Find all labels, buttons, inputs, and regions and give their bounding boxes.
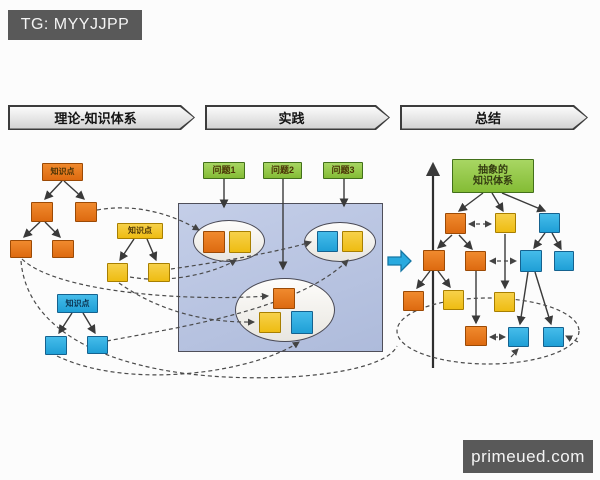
summary-node-yellow [495, 213, 516, 233]
tree-edge [516, 271, 529, 326]
problem-cluster-ellipse-2 [304, 222, 376, 262]
tree-edge [551, 232, 562, 251]
summary-node-blue [543, 327, 564, 347]
stage-summary-label: 总结 [474, 111, 501, 126]
tree-edge [534, 271, 554, 326]
stage-banner-practice: 实践 [205, 105, 390, 130]
mapping-link [21, 258, 270, 301]
tree-edge [436, 234, 453, 249]
knowledge-node-blue [45, 336, 67, 355]
abstract-system-box: 抽象的 知识体系 [452, 159, 534, 193]
knowledge-node-orange [31, 202, 53, 222]
knowledge-node-orange [52, 240, 74, 258]
tree-edge [437, 270, 451, 289]
summary-node-orange [445, 213, 466, 234]
problem-2-box: 问题2 [263, 162, 302, 179]
tree-edge [82, 312, 96, 335]
orange-tree-root: 知识点 [42, 163, 83, 181]
summary-node-orange [423, 250, 445, 271]
review-loop [396, 297, 580, 365]
yellow-tree-root: 知识点 [117, 223, 163, 239]
cluster2-node-blue [317, 231, 338, 252]
problem-1-box: 问题1 [203, 162, 245, 179]
mapping-link [106, 259, 349, 342]
stage-banner-summary: 总结 [400, 105, 588, 130]
tree-edge [58, 312, 73, 335]
banner-fill [10, 107, 194, 129]
cluster3-node-blue [291, 311, 313, 334]
tree-edge [119, 238, 135, 262]
tg-badge: TG: MYYJJPP [8, 10, 142, 40]
summary-node-orange [403, 291, 424, 311]
tree-edge [44, 180, 63, 200]
loop-arrow [510, 348, 519, 358]
stage-banner-theory: 理论-知识体系 [8, 105, 195, 130]
summary-node-blue [508, 327, 529, 347]
summary-node-yellow [443, 290, 464, 310]
tree-edge [458, 234, 473, 251]
summary-node-blue [520, 250, 542, 272]
tree-edge [533, 232, 546, 250]
tree-edge [63, 180, 86, 200]
banner-fill [207, 107, 389, 129]
transition-arrow [387, 249, 412, 273]
abstract-system-line2: 知识体系 [473, 176, 513, 187]
knowledge-node-orange [75, 202, 97, 222]
tree-edge [146, 238, 158, 262]
watermark: primeued.com [463, 440, 593, 473]
stage-practice-label: 实践 [278, 111, 305, 126]
cluster3-node-orange [273, 288, 295, 309]
mapping-link [20, 260, 398, 379]
knowledge-node-orange [10, 240, 32, 258]
tree-edge [44, 221, 61, 238]
summary-node-blue [554, 251, 574, 271]
cluster1-node-orange [203, 231, 225, 253]
loop-arrow [565, 335, 579, 343]
summary-node-yellow [494, 292, 515, 312]
tree-edge [491, 192, 504, 213]
blue-tree-root: 知识点 [57, 294, 98, 313]
knowledge-node-yellow [107, 263, 128, 282]
mapping-link [129, 259, 237, 280]
cluster3-node-yellow [259, 312, 281, 333]
knowledge-node-blue [87, 336, 108, 354]
tree-edge [416, 270, 431, 290]
cluster2-node-yellow [342, 231, 363, 252]
mapping-link [118, 282, 256, 326]
banner-fill [402, 107, 587, 129]
summary-node-orange [465, 326, 487, 346]
summary-node-orange [465, 251, 486, 271]
tree-edge [501, 192, 547, 213]
abstract-system-line1: 抽象的 [478, 164, 508, 176]
mapping-link [170, 240, 313, 270]
tree-edge [457, 192, 484, 212]
summary-node-blue [539, 213, 560, 233]
stage-theory-label: 理论-知识体系 [54, 111, 137, 126]
problem-3-box: 问题3 [323, 162, 363, 179]
tree-edge [23, 221, 41, 238]
cluster1-node-yellow [229, 231, 251, 253]
knowledge-node-yellow [148, 263, 170, 282]
